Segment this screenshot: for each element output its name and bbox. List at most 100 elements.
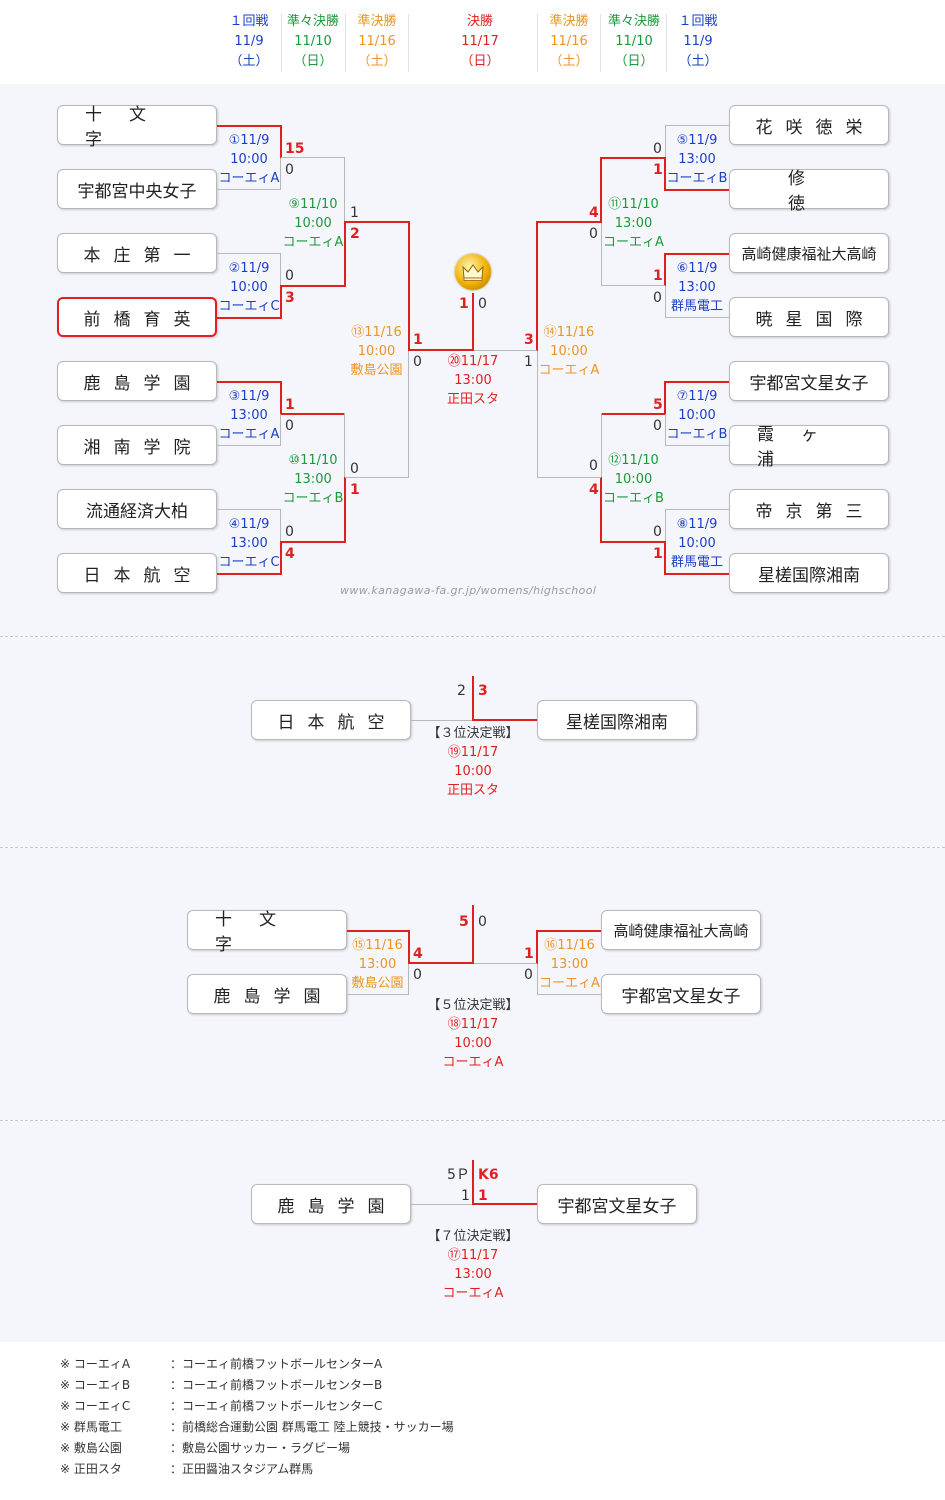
bracket-line [600,157,602,223]
bracket-line [601,541,665,543]
bracket-line [665,509,666,541]
bracket-line [601,285,665,286]
bracket-line [665,573,729,575]
bracket-line [344,157,345,221]
bracket-line [217,189,281,190]
section-divider [0,636,945,637]
score: 4 [589,205,599,221]
score: 5 [653,397,663,413]
bracket-line [217,253,281,254]
score: 4 [413,946,423,962]
score: 0 [478,296,487,312]
score: 0 [653,141,662,157]
score: 1 [653,546,663,562]
bracket-line [665,125,729,126]
bracket-line [217,573,281,575]
team-box-left-6: 湘南学院 [57,425,217,465]
bracket-line [280,125,282,158]
score: 1 [461,1188,470,1204]
score: 1 [524,946,534,962]
bracket-line [280,541,282,575]
bracket-line [411,720,473,721]
header-divider [281,14,282,72]
score: 1 [524,354,533,370]
bracket-line [217,509,281,510]
header-divider [345,14,346,72]
bracket-line [411,1204,473,1205]
score: 0 [589,458,598,474]
bracket-line [664,253,666,286]
note-row: ※ 正田スタ：正田醤油スタジアム群馬 [60,1462,314,1476]
bracket-line [664,157,666,191]
bracket-line [408,351,409,478]
crown-icon [455,254,491,290]
fifth-place-section [0,848,945,1120]
bracket-line [665,445,729,446]
bracket-line [536,930,538,964]
note-row: ※ コーエィC：コーエィ前橋フットボールセンターC [60,1399,383,1413]
bracket-line [538,994,601,995]
bracket-line [537,477,601,478]
score: 1 [459,296,469,312]
score: 15 [285,141,305,157]
team-box-left-2: 宇都宮中央女子 [57,169,217,209]
bracket-line [537,221,601,223]
bracket-line [345,221,409,223]
bracket-line [280,509,281,541]
bracket-line [665,125,666,157]
bracket-line [281,157,345,158]
score: 5Ｐ [447,1167,470,1183]
bracket-line [665,317,729,318]
match-label: 【３位決定戦】 [427,726,519,741]
score: 5 [459,914,469,930]
bracket-line [664,381,666,414]
bracket-line [664,541,666,575]
score: 1 [478,1188,488,1204]
seventh-left-team: 鹿島学園 [251,1184,411,1224]
bracket-line [344,413,345,477]
bracket-line [537,351,538,478]
score: 3 [285,290,295,306]
bracket-line [281,413,345,415]
score: 0 [285,268,294,284]
score: 0 [524,967,533,983]
bracket-line [408,221,410,351]
score: 0 [350,461,359,477]
bracket-line [280,414,281,445]
bracket-line [473,963,537,964]
score: 3 [524,332,534,348]
score: 0 [285,524,294,540]
bracket-line [280,253,281,285]
score: 4 [285,546,295,562]
bracket-line [217,381,281,383]
bracket-line [472,905,474,964]
team-box-right-3: 高崎健康福祉大高崎 [729,233,889,273]
score: 0 [589,226,598,242]
fifth-right-team-1: 高崎健康福祉大高崎 [601,910,761,950]
third-place-section [0,637,945,847]
fifth-left-team-2: 鹿島学園 [187,974,347,1014]
match-label: 【５位決定戦】 [427,998,519,1013]
bracket-line [280,285,282,319]
bracket-line [473,1203,537,1205]
bracket-line [537,964,538,995]
team-box-right-4: 暁星国際 [729,297,889,337]
score: 1 [285,397,295,413]
section-divider [0,1120,945,1121]
